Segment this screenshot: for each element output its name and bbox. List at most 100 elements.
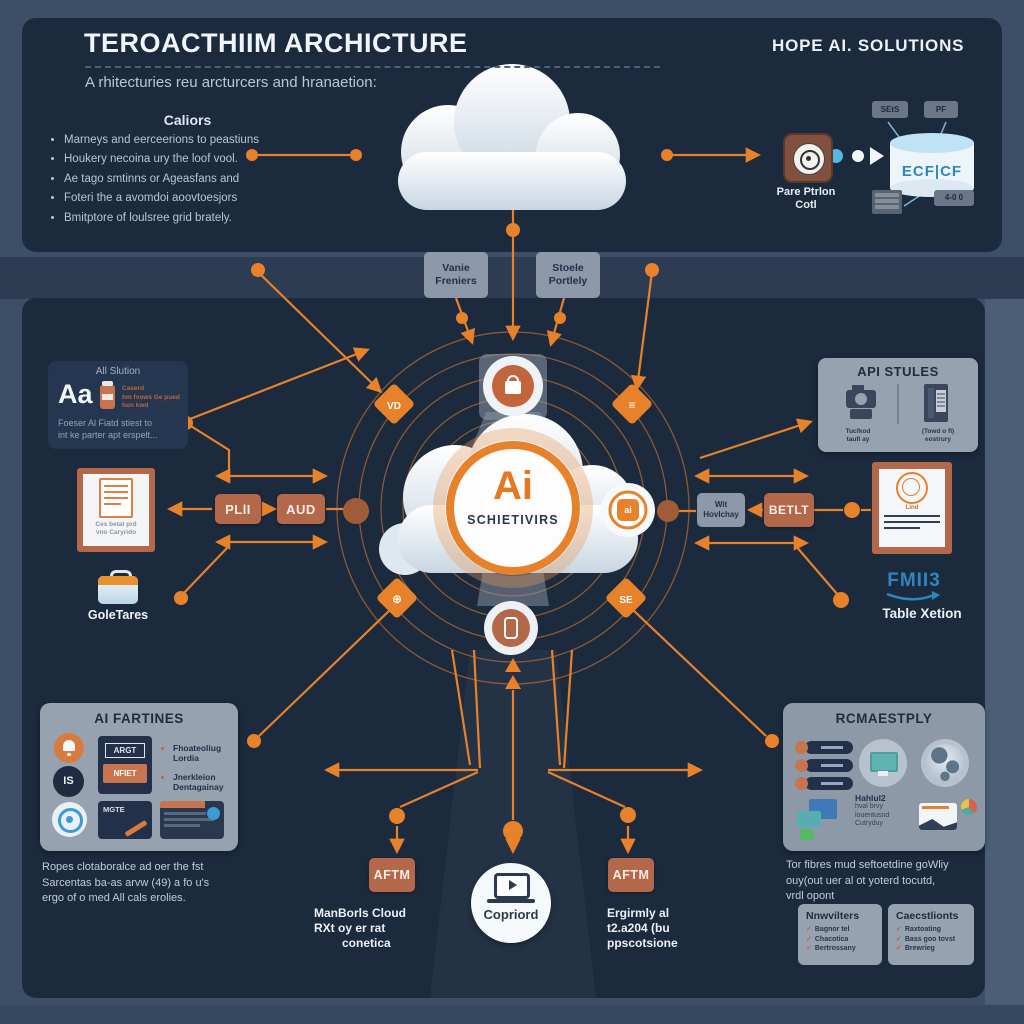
fartines-bullets: Fhoateoliug Lordia Jnerkleion Dentagaina…	[162, 743, 245, 801]
db-tag-bottom: 4-0 0	[934, 190, 974, 206]
case-row: ✓Bass goo tovst	[896, 935, 974, 945]
bullet-item: Marneys and eerceerions to peastiuns	[64, 131, 374, 149]
node-box-aud: AUD	[277, 494, 325, 524]
certificate-frame: Lind	[872, 462, 952, 554]
accent-line: hun kwd	[122, 402, 149, 409]
bullet-item: Ae tago smtinns or Ageasfans and	[64, 170, 374, 188]
pill-bar	[805, 777, 853, 790]
bell-clapper	[67, 753, 71, 756]
pill-row	[795, 777, 853, 790]
footer-line: ergo of o med All cals erolies.	[42, 892, 186, 904]
news-row: ✓Chacotica	[806, 935, 882, 945]
ai-badge-icon: ai	[617, 499, 639, 521]
emblem-dot	[806, 156, 811, 161]
ai-hub-circle	[433, 428, 593, 588]
briefcase-body	[98, 576, 138, 604]
api-cap-line: eostrury	[924, 435, 951, 443]
pie-chart-icon	[961, 799, 977, 815]
bullet-item: Houkery necoina ury the loof vool.	[64, 150, 374, 168]
node-box-plli: PLlI	[215, 494, 261, 524]
fb-line: Dentagainay	[173, 782, 224, 792]
emblem-inner	[800, 150, 820, 170]
browser-row	[164, 824, 200, 827]
footer-line: Ropes clotaboralce ad oer the fst	[42, 861, 204, 873]
page-title: TEROACTHIIM ARCHICTURE	[84, 28, 468, 58]
case-row: ✓Raxtoating	[896, 925, 974, 935]
browser-card	[160, 801, 224, 839]
play-icon	[509, 880, 517, 890]
api-panel-icons	[846, 384, 948, 424]
api-styles-panel: API STULES Tucfkod taufi ay	[818, 358, 978, 452]
gateway-label: Pare Ptrlon Cotl	[752, 186, 860, 212]
document-icon	[99, 478, 133, 518]
certificate-inner: Lind	[879, 469, 945, 547]
brain-icon	[52, 802, 87, 837]
casestlights-box: Caecstlionts ✓Raxtoating ✓Bass goo tovst…	[888, 904, 974, 965]
photo-card-icon	[919, 803, 957, 830]
doc-line	[104, 503, 121, 505]
monitor-stand	[878, 771, 888, 776]
brain-ring	[58, 808, 83, 833]
case-row: ✓Brewrieg	[896, 944, 974, 954]
satellite-top-icon	[483, 356, 543, 416]
desc-line: int ke parter apt erspelt...	[58, 429, 158, 440]
api-cap-line: Tucfkod	[845, 428, 871, 435]
pill-dash	[821, 782, 843, 785]
cert-text-line	[884, 515, 940, 517]
ring-diamonds: VD ≡ ⊕ SE	[374, 384, 652, 618]
satellite-bottom-icon	[484, 601, 538, 655]
gateway-label-line1: Pare Ptrlon	[776, 186, 836, 198]
fartines-title: AI FARTINES	[94, 711, 184, 726]
api-cap-line: (Towd o fl)	[921, 428, 955, 435]
doc-caption-line2: vno Caryrido	[95, 528, 137, 536]
bullet-item: Foteri the a avomdoi aoovtoesjors	[64, 189, 374, 207]
globe-circle-icon	[921, 739, 969, 787]
api-panel-title: API STULES	[857, 364, 939, 379]
ai-fartines-panel: AI FARTINES IS ARGT NFIET Fhoateoliug Lo…	[40, 703, 238, 851]
diamond-glyph-se: SE	[619, 595, 633, 606]
page-subtitle: A rhitecturies reu arcturcers and hranae…	[85, 74, 377, 91]
ai-card-title: All Slution	[95, 366, 141, 377]
stamp-inner	[902, 478, 920, 496]
pill-bottle-icon	[100, 381, 115, 409]
footer-line: vrdl opont	[786, 890, 835, 902]
emblem-circle	[793, 143, 825, 175]
caption-line: conetica	[342, 936, 391, 950]
footer-line: ouy(out uer al ot yoterd tocutd,	[786, 874, 936, 887]
copriord-hub: Copriord	[471, 863, 551, 943]
fartines-footer: Ropes clotaboralce ad oer the fst Sarcen…	[42, 860, 257, 907]
up-arrowheads	[505, 658, 521, 689]
monitor-screen	[870, 752, 898, 772]
desc-line: Foeser Al Fiatd stiest to	[58, 418, 153, 428]
footer-line: Tor fibres mud seftoetdine goWliy	[786, 859, 949, 871]
bullet-item: Bmitptore of loulsree grid brately.	[64, 209, 374, 227]
check-icon: ✓	[806, 945, 812, 952]
accent-line: hm fvows Ge pued	[122, 393, 180, 401]
device-stack-icon	[797, 799, 845, 843]
screen-teal	[797, 811, 821, 827]
check-icon: ✓	[806, 935, 812, 943]
case-item: Brewrieg	[904, 945, 935, 952]
news-item: Bagnor tel	[814, 926, 850, 933]
db-tag-top-left: SEtS	[872, 101, 908, 118]
caption-line: RXt oy er rat	[314, 921, 386, 935]
diamond-glyph-doc: ≡	[628, 398, 635, 412]
mgte-label: MGTE	[103, 805, 125, 814]
rc-cap-line: louentusnd	[855, 811, 890, 819]
briefcase-lid	[98, 576, 138, 585]
server-icon	[872, 190, 902, 214]
ai-solution-card: All Slution Aa Caserd hm fvows Ge pued h…	[48, 361, 188, 449]
doc-line	[104, 491, 128, 493]
ai-hub-logo: Ai	[493, 464, 533, 508]
screen-green	[800, 829, 814, 840]
bell-dome	[63, 740, 75, 751]
rc-cap-line: hval brvy	[855, 803, 884, 810]
newsletters-title: Nnwvilters	[806, 910, 860, 922]
header-cloud-icon	[398, 64, 626, 210]
ai-card-accent-lines: Caserd hm fvows Ge pued hun kwd	[122, 385, 180, 411]
band-label-left-line1: Vanie	[442, 262, 470, 274]
pill-dash	[821, 746, 843, 749]
casestlights-title: Caecstlionts	[896, 910, 959, 922]
brain-dot	[66, 816, 73, 823]
fb-line: Jnerkleion	[173, 772, 216, 782]
